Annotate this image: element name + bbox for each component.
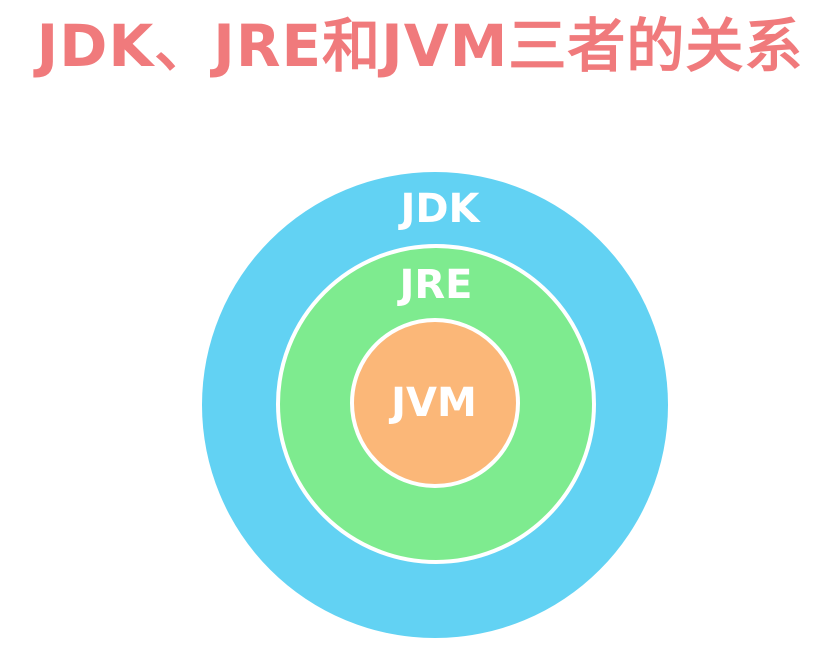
page-title: JDK、JRE和JVM三者的关系 [36, 12, 804, 80]
jvm-circle [350, 318, 520, 488]
jvm-label: JVM [391, 380, 477, 426]
jdk-label: JDK [400, 186, 480, 232]
jre-label: JRE [399, 262, 473, 308]
